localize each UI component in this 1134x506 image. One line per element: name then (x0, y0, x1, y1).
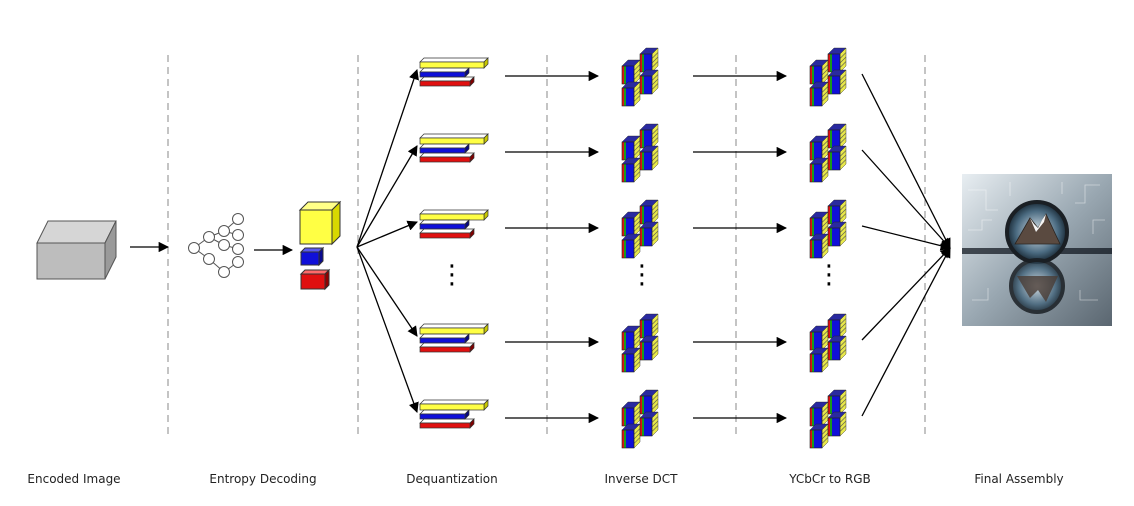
fanin-arrow (861, 225, 952, 251)
fanout-arrow (356, 220, 418, 248)
fanout-arrow (356, 246, 419, 413)
fanin-arrow (861, 247, 951, 341)
dequantization-rows (419, 57, 489, 429)
stage-label-final-assembly: Final Assembly (974, 472, 1063, 486)
fanout-arrow (356, 69, 419, 248)
stage-label-encoded-image: Encoded Image (27, 472, 120, 486)
stage-label-entropy-decoding: Entropy Decoding (209, 472, 316, 486)
fanout-arrow (356, 246, 418, 337)
gray-box-icon (36, 220, 117, 280)
ellipsis-idct: ⋮ (629, 260, 655, 290)
fanin-arrow (861, 73, 951, 249)
dequant-block (419, 133, 489, 163)
fanin-arrows (861, 73, 952, 417)
rgb-block-cluster (809, 313, 847, 373)
idct-block-cluster (621, 199, 659, 259)
fanin-arrow (861, 247, 951, 417)
ellipsis-dequant: ⋮ (439, 260, 465, 290)
rgb-block-cluster (809, 199, 847, 259)
rgb-block-cluster (809, 389, 847, 449)
dequant-block (419, 57, 489, 87)
idct-block-cluster (621, 123, 659, 183)
rgb-block-cluster (809, 47, 847, 107)
fanout-arrows (356, 69, 419, 413)
inverse-dct-blocks (621, 47, 659, 449)
tree-graph-icon (188, 213, 244, 278)
mountain-lens-image (962, 174, 1112, 326)
ycbcr-blocks-icon (298, 200, 342, 291)
fanout-arrow (356, 145, 418, 248)
dequant-block (419, 209, 489, 239)
idct-block-cluster (621, 389, 659, 449)
stage-labels: Encoded Image Entropy Decoding Dequantiz… (27, 472, 1063, 486)
stage-label-dequantization: Dequantization (406, 472, 497, 486)
stage-label-ycbcr-to-rgb: YCbCr to RGB (788, 472, 871, 486)
idct-block-cluster (621, 47, 659, 107)
idct-block-cluster (621, 313, 659, 373)
stage-dividers (167, 55, 926, 438)
dequant-block (419, 399, 489, 429)
row-arrows (505, 70, 788, 424)
dequant-block (419, 323, 489, 353)
fanin-arrow (861, 149, 951, 249)
ellipsis-rgb: ⋮ (816, 260, 842, 290)
stage-label-inverse-dct: Inverse DCT (605, 472, 679, 486)
rgb-block-cluster (809, 123, 847, 183)
rgb-blocks (809, 47, 847, 449)
